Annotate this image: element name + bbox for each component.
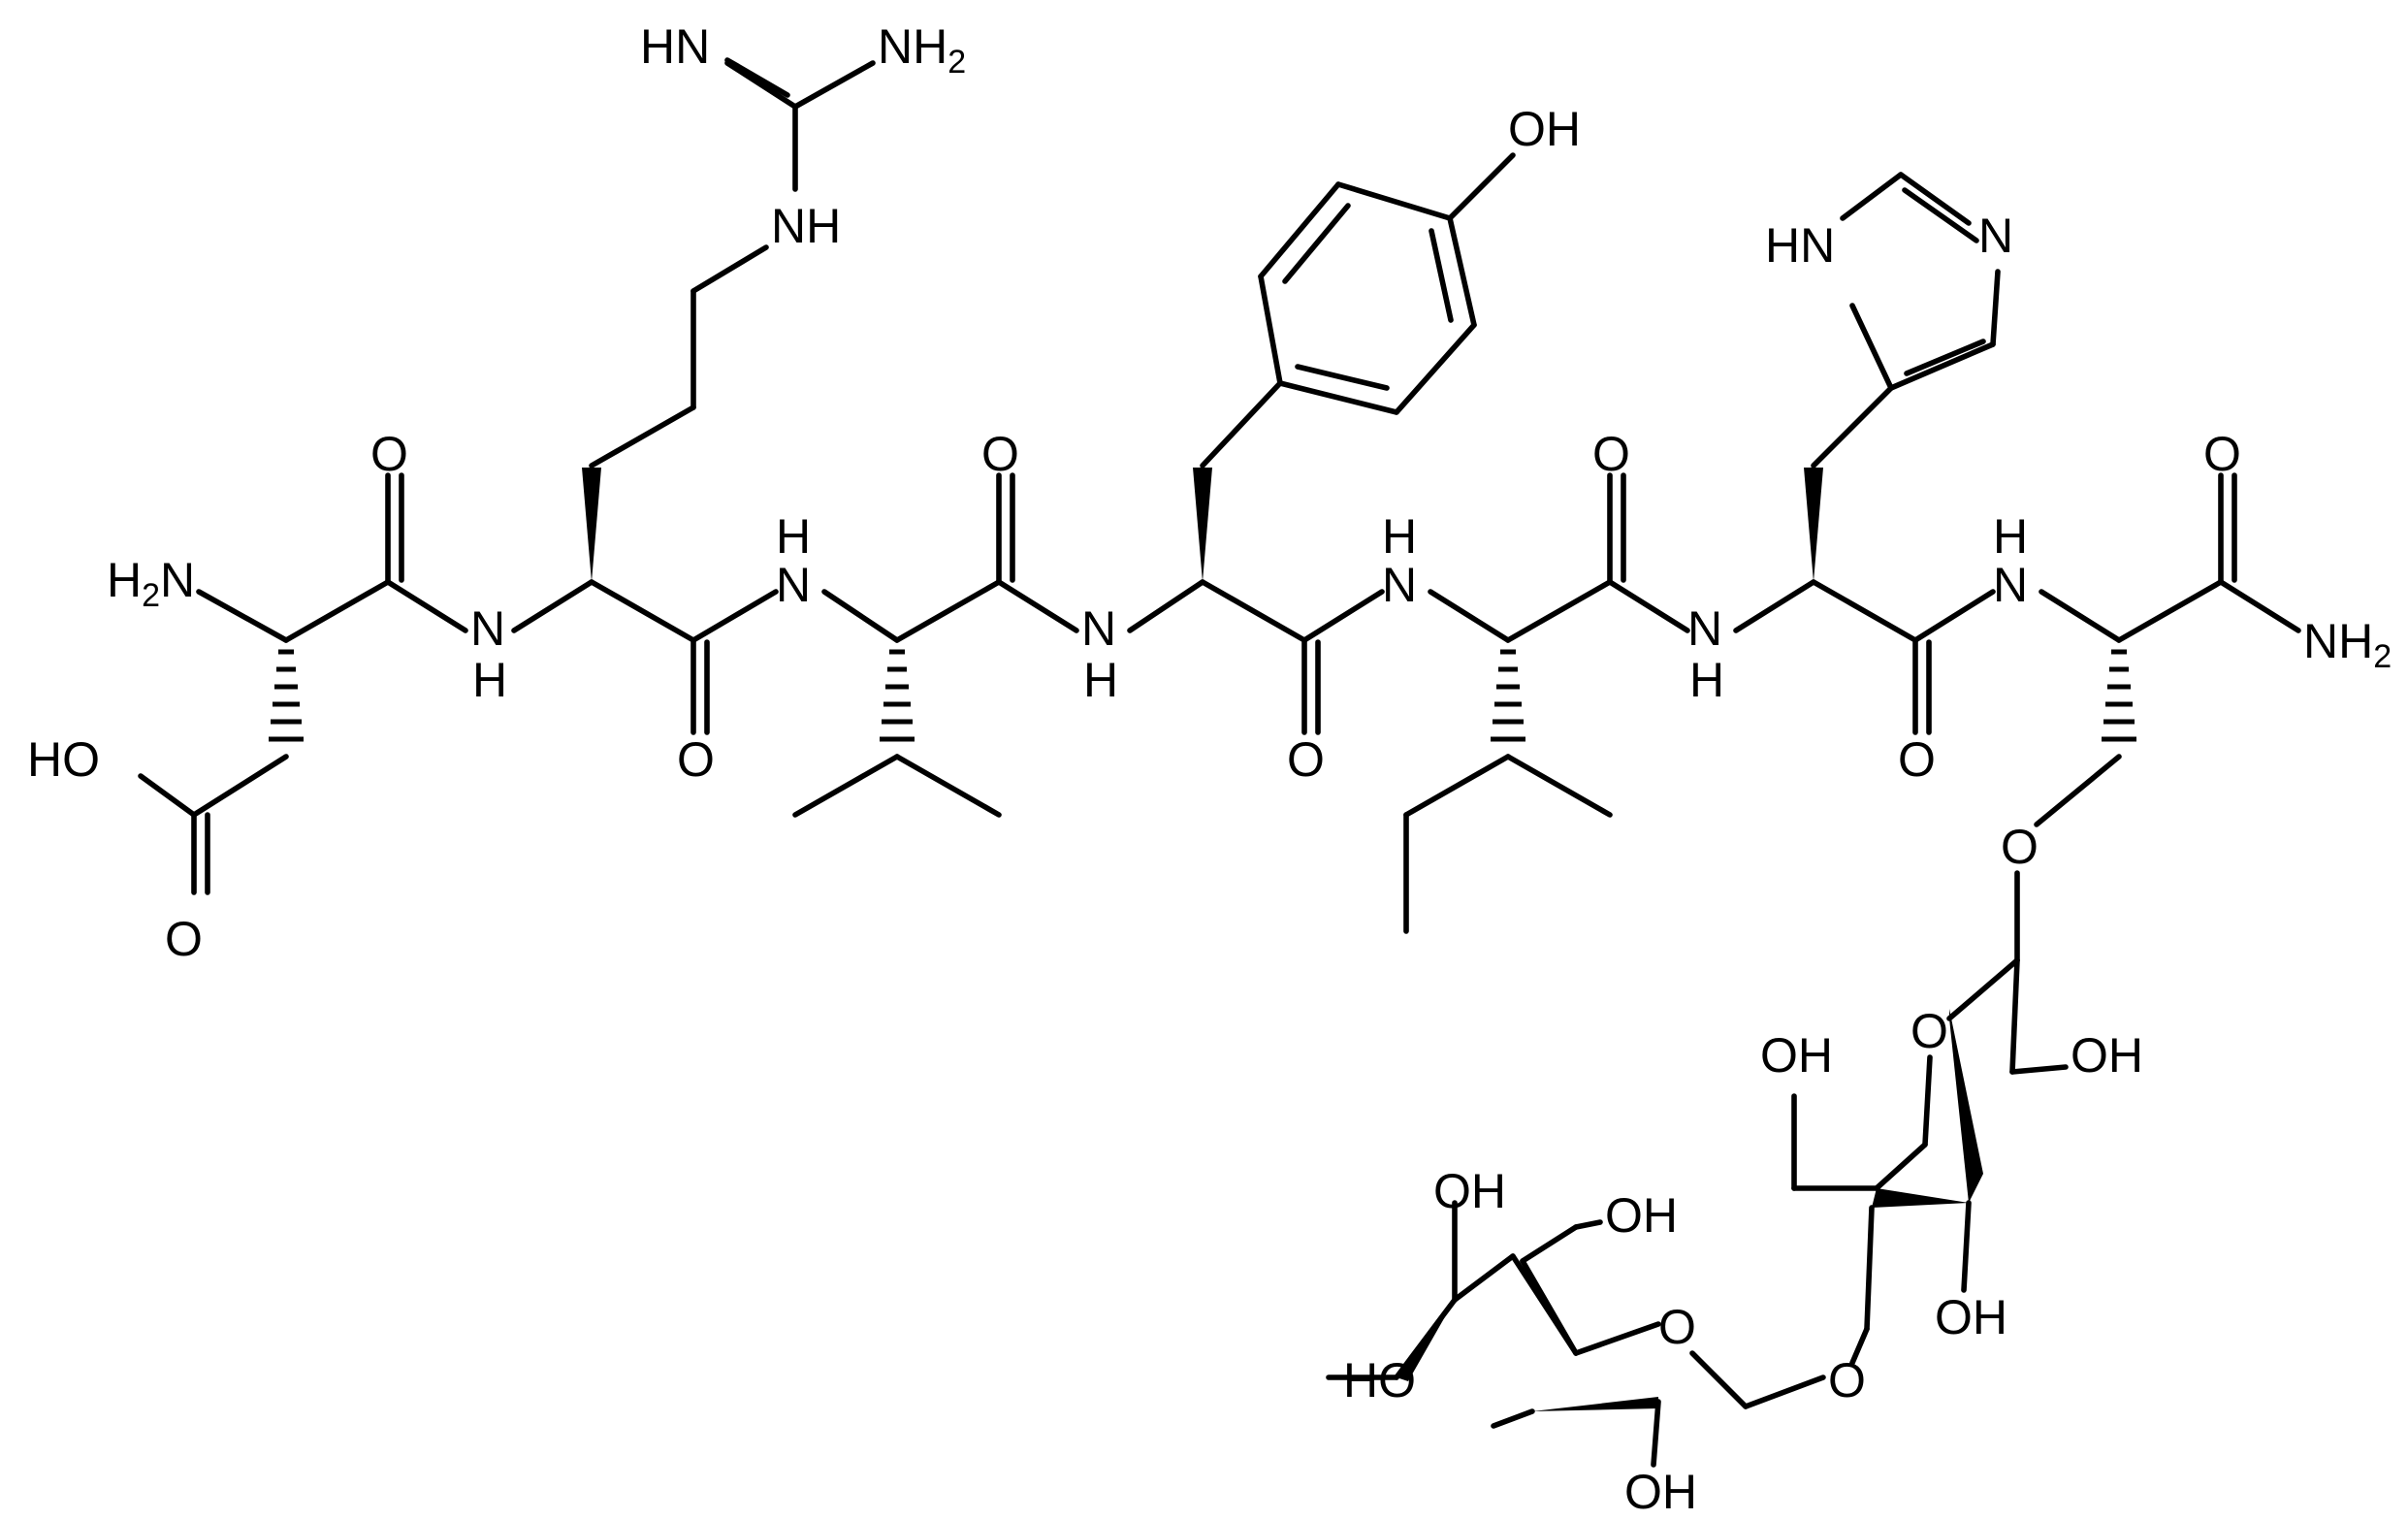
atom-label-o-ile-co: O <box>1592 427 1630 481</box>
atom-label-n-ser: N <box>1993 558 2028 612</box>
atom-label-o-gal2-ring: O <box>1658 1300 1696 1354</box>
atom-label-o-ser-ether: O <box>2001 820 2039 874</box>
atom-label-o-his-co: O <box>1898 732 1936 787</box>
atom-label-o-glyco: O <box>1828 1353 1866 1407</box>
atom-label-h-tyr: H <box>1083 653 1118 707</box>
atom-label-n-val: N <box>776 558 811 612</box>
atom-label-oh-gal2-2: OH <box>1624 1465 1697 1519</box>
atom-label-h-ile: H <box>1382 509 1417 564</box>
bond-layer <box>138 57 2301 1468</box>
wedge-layer <box>582 468 1983 1411</box>
atom-label-oh-gal1-6: OH <box>1760 1028 1833 1083</box>
atom-label-hn-guan: HN <box>640 19 710 74</box>
atom-label-o-asp-acid: O <box>165 912 203 966</box>
atom-label-o-gal1-ring: O <box>1910 1004 1948 1058</box>
atom-label-hn-imid: HN <box>1765 218 1835 273</box>
atom-label-h-ser: H <box>1993 509 2028 564</box>
atom-label-n-arg: N <box>470 601 505 656</box>
atom-label-n-tyr: N <box>1081 601 1116 656</box>
atom-label-o-arg-co: O <box>677 732 715 787</box>
atom-label-oh-gal2-6: OH <box>1605 1188 1678 1243</box>
atom-label-oh-gal1-2: OH <box>2071 1028 2143 1083</box>
atom-label-h-arg: H <box>472 653 507 707</box>
atom-label-oh-gal1-3: OH <box>1935 1290 2007 1344</box>
atom-label-oh-tyr: OH <box>1508 102 1581 156</box>
atom-label-o-ser-co: O <box>2203 427 2241 481</box>
atom-label-nh-guan: NH <box>771 199 841 253</box>
atom-label-n-ile: N <box>1382 558 1417 612</box>
atom-label-h-val: H <box>776 509 811 564</box>
atom-label-ho-gal2-3: HO <box>1343 1353 1416 1407</box>
atom-label-h2n: H2N <box>107 553 195 614</box>
atom-label-h-his: H <box>1689 653 1724 707</box>
label-layer: H2N HO O O N H O NH HN NH2 H N O N H O O… <box>27 19 2392 1519</box>
atom-label-nh2-guan: NH2 <box>878 19 966 81</box>
atom-label-n-his: N <box>1687 601 1722 656</box>
atom-label-o-tyr-co: O <box>1287 732 1325 787</box>
atom-label-ho-asp: HO <box>27 732 100 787</box>
atom-label-o-val-co: O <box>981 427 1019 481</box>
atom-label-oh-gal2-4: OH <box>1433 1164 1506 1218</box>
atom-label-o-asp-co: O <box>370 427 408 481</box>
hash-layer <box>269 649 2136 742</box>
atom-label-nh2-cterm: NH2 <box>2303 614 2392 675</box>
atom-label-n-imid: N <box>1978 209 2013 263</box>
